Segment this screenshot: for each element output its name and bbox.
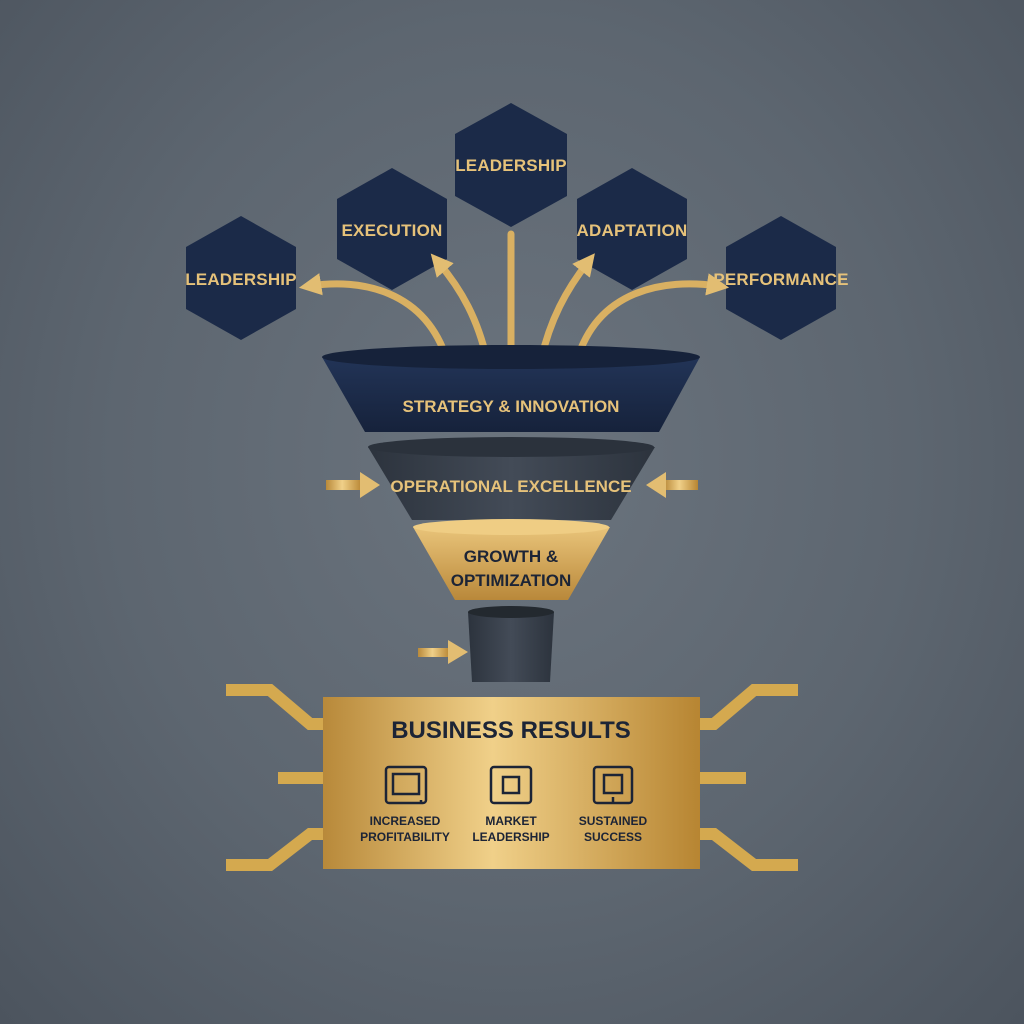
badge-icon (592, 765, 634, 805)
funnel-spout (468, 606, 554, 682)
result-label-line2: PROFITABILITY (360, 830, 450, 844)
circuit-line-right-mid (698, 772, 746, 784)
result-label-line1: SUSTAINED (579, 814, 648, 828)
arrow-right-operational (646, 472, 698, 498)
stage-label-line1: GROWTH & (464, 547, 558, 566)
hexagon-label: LEADERSHIP (185, 270, 297, 289)
monitor-icon (384, 765, 428, 805)
hexagon-adaptation: ADAPTATION (577, 168, 688, 290)
hexagon-leadership-left: LEADERSHIP (185, 216, 297, 340)
funnel-stage-growth: GROWTH & OPTIMIZATION (413, 519, 610, 600)
hexagon-execution: EXECUTION (337, 168, 447, 290)
results-title: BUSINESS RESULTS (391, 717, 631, 744)
business-results-panel: BUSINESS RESULTS INCREASED PROFITABILITY… (323, 697, 700, 869)
square-target-icon (489, 765, 533, 805)
funnel-stage-operational: OPERATIONAL EXCELLENCE (368, 437, 655, 520)
hexagon-label: EXECUTION (342, 221, 443, 240)
stage-label-line2: OPTIMIZATION (451, 571, 572, 590)
stage-label: STRATEGY & INNOVATION (403, 397, 620, 416)
hexagon-label: PERFORMANCE (713, 270, 848, 289)
result-label-line1: INCREASED (370, 814, 441, 828)
stage-label: OPERATIONAL EXCELLENCE (390, 477, 631, 496)
arrow-into-spout (418, 640, 468, 664)
result-label-line2: SUCCESS (584, 830, 642, 844)
arrow-performance (569, 273, 730, 371)
funnel-stage-strategy: STRATEGY & INNOVATION (322, 345, 700, 432)
hexagon-label: LEADERSHIP (455, 156, 567, 175)
hexagon-label: ADAPTATION (577, 221, 688, 240)
circuit-line-left-mid (278, 772, 324, 784)
result-label-line2: LEADERSHIP (472, 830, 549, 844)
hexagon-leadership-top: LEADERSHIP (455, 103, 567, 227)
circuit-lines (226, 684, 798, 871)
result-label-line1: MARKET (485, 814, 537, 828)
hexagon-performance: PERFORMANCE (713, 216, 848, 340)
arrow-left-operational (326, 472, 380, 498)
